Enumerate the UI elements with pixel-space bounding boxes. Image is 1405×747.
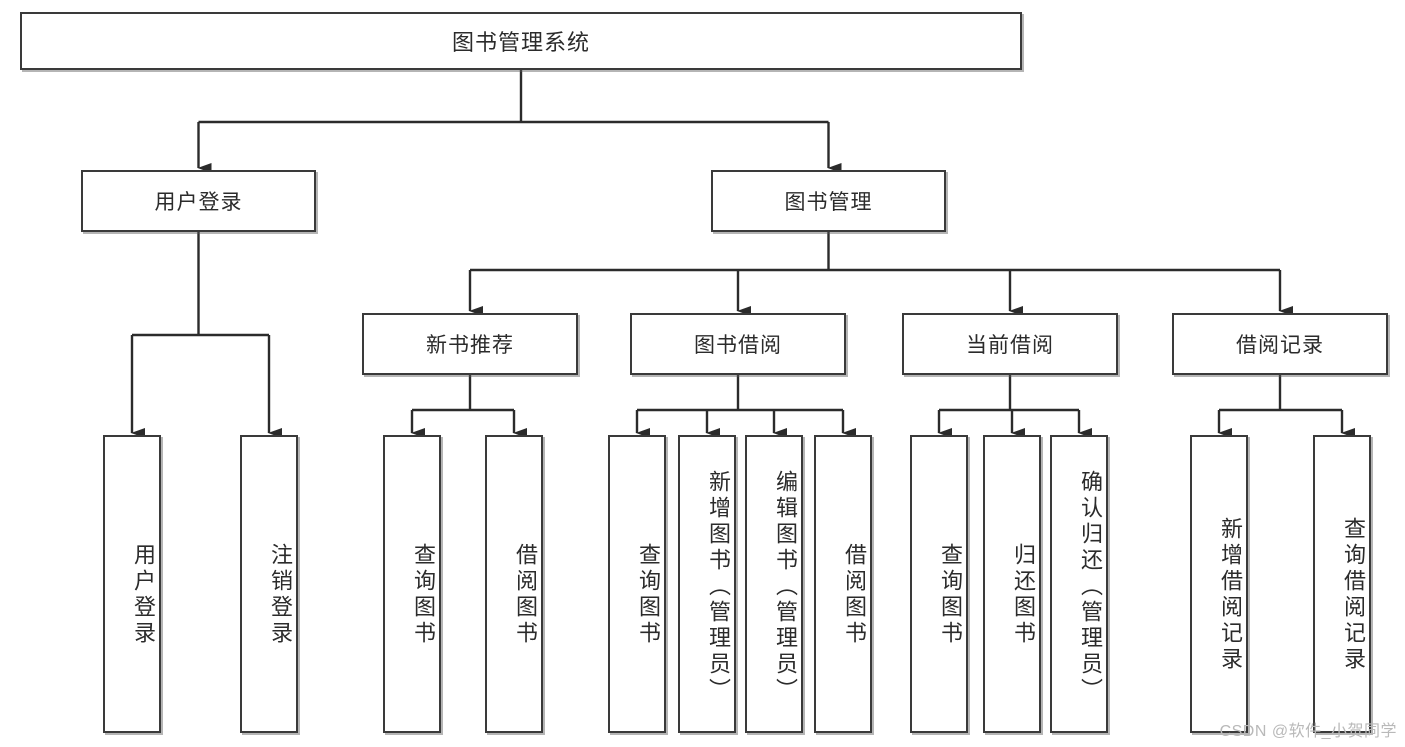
leaf-edit-book-admin[interactable]: 编辑图书（管理员） xyxy=(745,435,803,733)
node-current-borrow[interactable]: 当前借阅 xyxy=(902,313,1118,375)
leaf-user-login[interactable]: 用户登录 xyxy=(103,435,161,733)
node-book-borrow[interactable]: 图书借阅 xyxy=(630,313,846,375)
node-root[interactable]: 图书管理系统 xyxy=(20,12,1022,70)
leaf-confirm-return-admin[interactable]: 确认归还（管理员） xyxy=(1050,435,1108,733)
node-new-book-recommend[interactable]: 新书推荐 xyxy=(362,313,578,375)
leaf-logout[interactable]: 注销登录 xyxy=(240,435,298,733)
leaf-query-book-borrow[interactable]: 查询图书 xyxy=(608,435,666,733)
node-borrow-record[interactable]: 借阅记录 xyxy=(1172,313,1388,375)
node-book-management[interactable]: 图书管理 xyxy=(711,170,946,232)
leaf-return-book[interactable]: 归还图书 xyxy=(983,435,1041,733)
leaf-add-borrow-record[interactable]: 新增借阅记录 xyxy=(1190,435,1248,733)
leaf-query-book-current[interactable]: 查询图书 xyxy=(910,435,968,733)
node-user-login[interactable]: 用户登录 xyxy=(81,170,316,232)
leaf-borrow-book-recommend[interactable]: 借阅图书 xyxy=(485,435,543,733)
leaf-query-borrow-record[interactable]: 查询借阅记录 xyxy=(1313,435,1371,733)
leaf-borrow-book[interactable]: 借阅图书 xyxy=(814,435,872,733)
leaf-add-book-admin[interactable]: 新增图书（管理员） xyxy=(678,435,736,733)
leaf-query-book-recommend[interactable]: 查询图书 xyxy=(383,435,441,733)
